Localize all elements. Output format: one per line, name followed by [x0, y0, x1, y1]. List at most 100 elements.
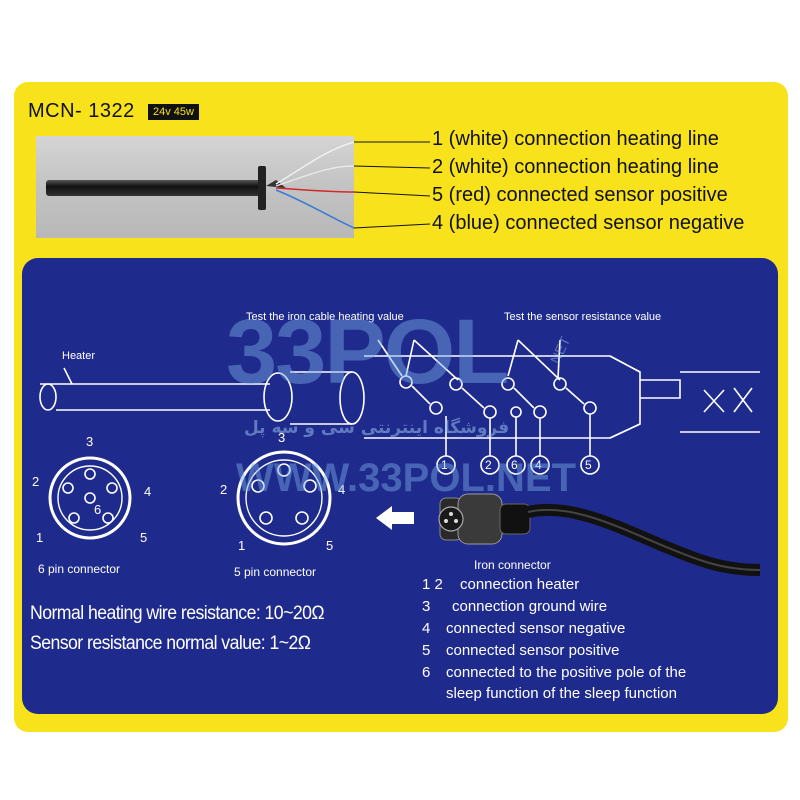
heater-end — [39, 383, 57, 411]
heater-flange — [258, 166, 266, 210]
handle-ring — [640, 379, 681, 399]
connector-6pin-outline — [48, 456, 132, 540]
contact-9 — [583, 401, 597, 415]
model-number: MCN- 1322 — [28, 100, 135, 122]
contact-8 — [533, 405, 547, 419]
test-sensor-label: Test the sensor resistance value — [504, 311, 662, 323]
pin6-4 — [106, 482, 118, 494]
contact-6 — [483, 405, 497, 419]
pin-legend-desc-4: connected sensor positive — [446, 642, 620, 659]
pin-legend-desc-6: sleep function of the sleep function — [446, 685, 677, 702]
contact-2 — [449, 377, 463, 391]
contact-1 — [399, 375, 413, 389]
pin5-3 — [277, 463, 291, 477]
connector-6pin-inner — [57, 465, 123, 531]
pin-legend-num-3: 4 — [422, 620, 431, 637]
pin-legend-desc-2: connection ground wire — [452, 598, 608, 615]
pin6-3 — [84, 468, 96, 480]
heater-sleeve — [290, 371, 352, 425]
pin-legend-num-2: 3 — [422, 598, 431, 615]
cable-break-marks — [703, 387, 753, 413]
terminal-circle-5 — [580, 455, 600, 475]
pin-legend-desc-5: connected to the positive pole of the — [446, 664, 687, 681]
terminal-number-5: 5 — [585, 458, 592, 472]
terminal-circle-1 — [436, 455, 456, 475]
probe-sensor-3 — [557, 339, 561, 379]
contact-5 — [429, 401, 443, 415]
probe-heating-3 — [413, 339, 459, 381]
pin6-label-5: 5 — [140, 530, 148, 545]
terminal-number-4: 4 — [535, 458, 542, 472]
probe-sensor-1 — [507, 339, 519, 377]
connector-5pin-inner — [245, 459, 323, 537]
pin6-label-2: 2 — [32, 474, 40, 489]
heater-label: Heater — [62, 350, 96, 362]
pin5-label-3: 3 — [278, 430, 286, 445]
connector-5pin-title: 5 pin connector — [234, 565, 317, 579]
link-4 — [565, 387, 585, 405]
pin5-5 — [295, 511, 309, 525]
wire-label-4: 4 (blue) connected sensor negative — [432, 212, 745, 234]
link-1 — [411, 385, 431, 405]
probe-heating-2 — [405, 339, 415, 377]
heater-element-illustration — [46, 141, 355, 229]
pin-legend-desc-3: connected sensor negative — [446, 620, 626, 637]
probe-heating-1 — [377, 339, 403, 377]
terminal-number-6: 6 — [511, 458, 518, 472]
contact-4 — [553, 377, 567, 391]
terminal-number-2: 2 — [485, 458, 492, 472]
wire-strand-2 — [275, 165, 355, 187]
wire-strand-red — [275, 187, 355, 193]
pin-legend-num-4: 5 — [422, 642, 431, 659]
pin5-4 — [303, 479, 317, 493]
contact-3 — [501, 377, 515, 391]
pin5-label-1: 1 — [238, 538, 246, 553]
pin6-label-6: 6 — [94, 502, 102, 517]
pin6-label-4: 4 — [144, 484, 152, 499]
iron-connector-label: Iron connector — [474, 558, 551, 572]
wire-strand-1 — [275, 141, 355, 185]
test-heating-label: Test the iron cable heating value — [246, 311, 404, 323]
heating-resistance-spec: Normal heating wire resistance: 10~20Ω — [30, 603, 325, 624]
pin6-6 — [84, 492, 96, 504]
contact-7 — [510, 406, 522, 418]
handle-step — [609, 355, 641, 439]
sensor-resistance-spec: Sensor resistance normal value: 1~2Ω — [30, 633, 311, 654]
heater-collar — [263, 372, 293, 422]
link-2 — [461, 387, 485, 409]
pin5-label-5: 5 — [326, 538, 334, 553]
wire-label-1: 1 (white) connection heating line — [432, 128, 719, 150]
terminal-circle-4 — [530, 455, 550, 475]
pin5-2 — [251, 479, 265, 493]
heater-label-leader — [63, 367, 73, 385]
heater-element-photo — [36, 136, 355, 238]
probe-sensor-2 — [517, 339, 561, 381]
terminal-circle-2 — [480, 455, 500, 475]
connector-5pin-outline — [236, 450, 332, 546]
cable-sheath — [680, 371, 760, 433]
pin-legend-desc-1: connection heater — [460, 576, 580, 593]
pin6-label-1: 1 — [36, 530, 44, 545]
iron-connector-plug — [438, 493, 761, 576]
wiring-diagram-panel — [22, 258, 778, 714]
wire-label-2: 2 (white) connection heating line — [432, 156, 719, 178]
pin6-5 — [102, 512, 114, 524]
wire-strand-blue — [275, 189, 355, 229]
heater-rod — [46, 180, 260, 196]
wire-label-3: 5 (red) connected sensor positive — [432, 184, 728, 206]
terminal-circle-6 — [506, 455, 526, 475]
watermark-url: WWW.33POL.NET — [236, 456, 576, 500]
pin6-label-3: 3 — [86, 434, 94, 449]
pin-legend-num-1: 1 2 — [422, 576, 443, 593]
pin-legend-num-5: 6 — [422, 664, 431, 681]
heater-sleeve-end — [339, 371, 365, 425]
terminal-number-1: 1 — [441, 458, 448, 472]
watermark-logo: 33POL — [226, 301, 509, 403]
connector-6pin-title: 6 pin connector — [38, 562, 121, 576]
arrow-left-icon — [376, 506, 414, 530]
link-3 — [513, 387, 535, 409]
watermark-persian: فروشگاه اینترنتی سی و سه پل — [244, 418, 510, 438]
rating-badge: 24v 45w — [148, 104, 199, 120]
pin5-label-4: 4 — [338, 482, 346, 497]
